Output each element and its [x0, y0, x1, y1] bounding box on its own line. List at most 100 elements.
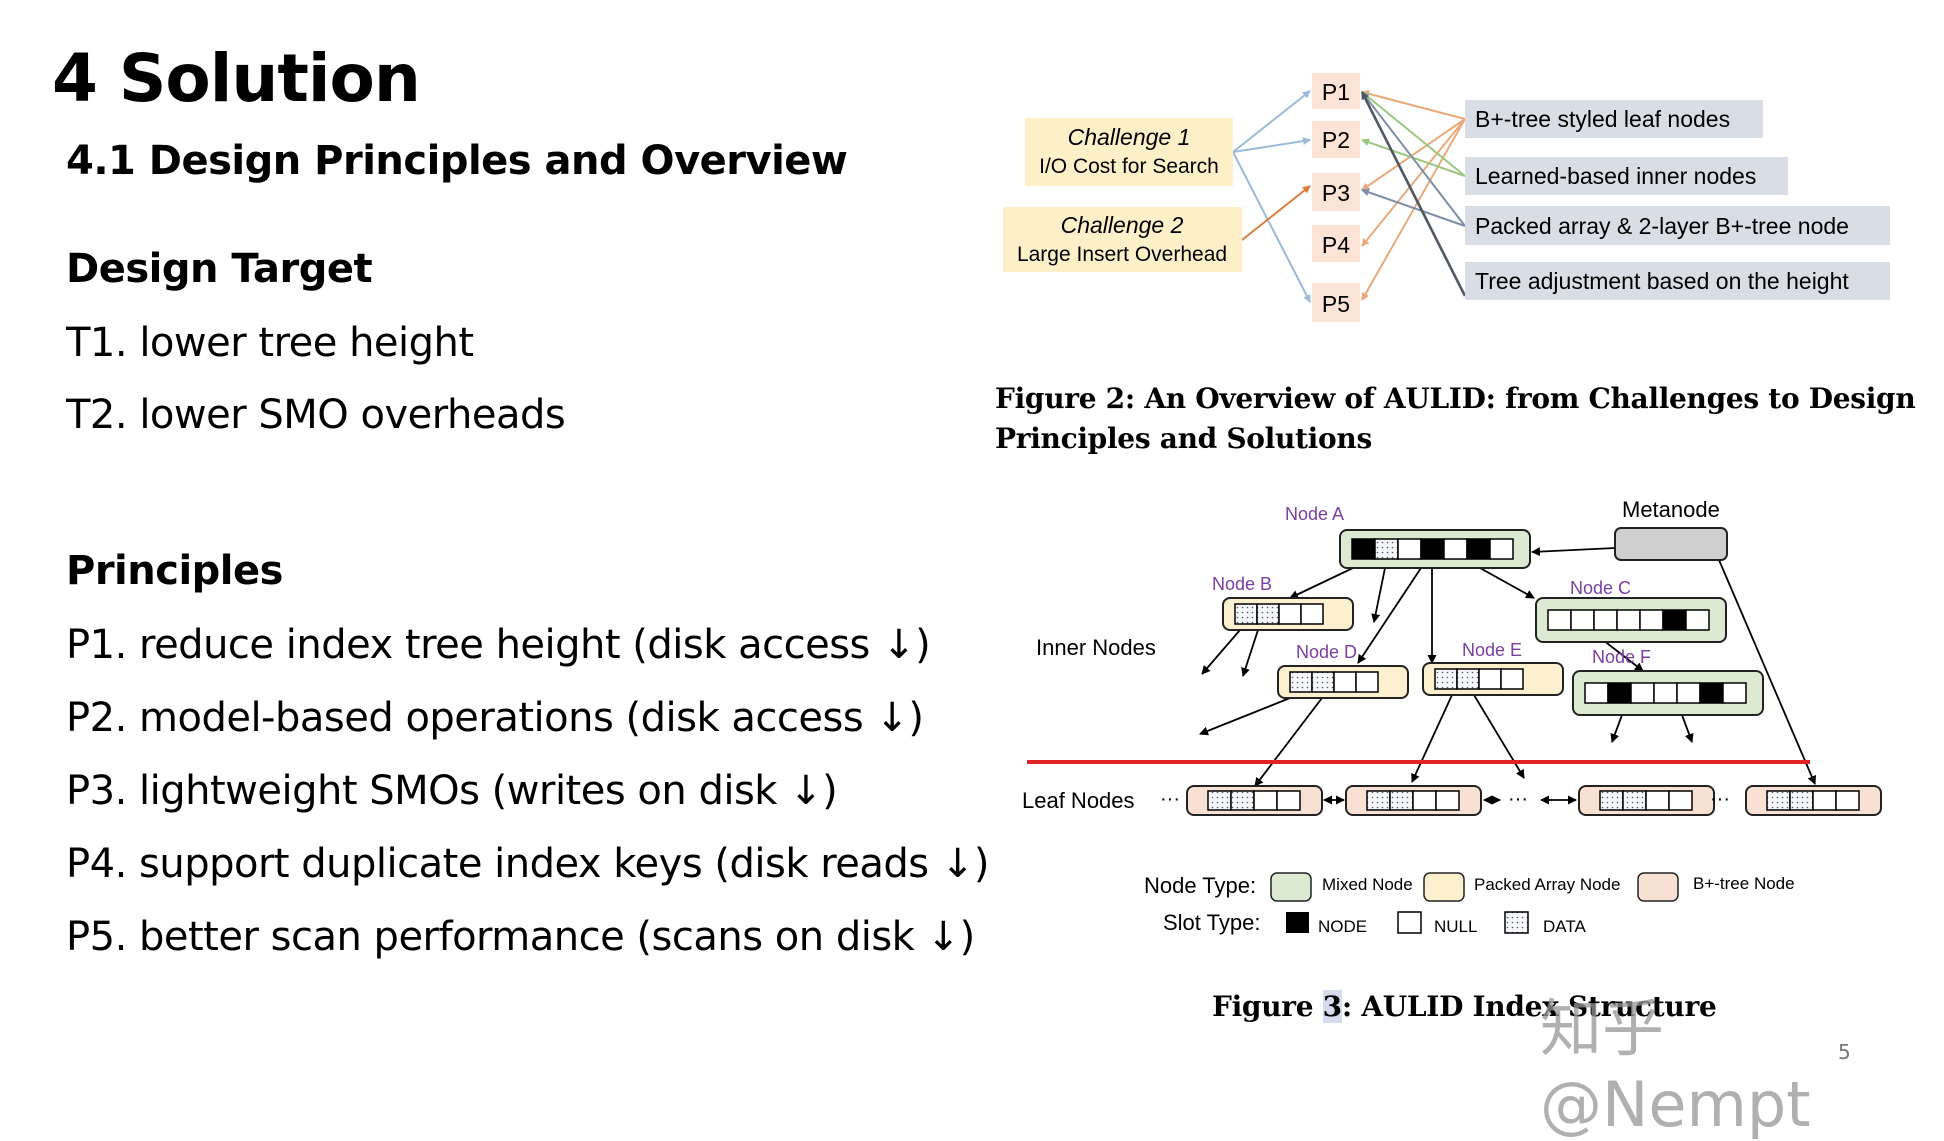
slot-node	[1351, 538, 1376, 560]
principle-label: P1	[1322, 79, 1350, 105]
figure2-caption-line1: Figure 2: An Overview of AULID: from Cha…	[995, 382, 1916, 415]
slot-null	[1645, 790, 1670, 811]
challenge-box-2: Challenge 2 Large Insert Overhead	[1003, 207, 1242, 272]
legend-swatch-btree	[1637, 872, 1679, 902]
solution-box-3: Packed array & 2-layer B+-tree node	[1465, 206, 1890, 245]
slot-null	[1278, 603, 1302, 625]
slot-null	[1489, 538, 1514, 560]
figure2-link	[1361, 118, 1466, 301]
metanode-label: Metanode	[1622, 497, 1720, 522]
slot-data	[1389, 790, 1414, 811]
figure2-link	[1361, 118, 1466, 247]
page-number: 5	[1838, 1040, 1851, 1064]
slot-null	[1630, 682, 1655, 704]
caption-number: 3	[1322, 990, 1342, 1023]
slot-null	[1653, 682, 1678, 704]
pointer-arrow	[1479, 567, 1535, 599]
solution-box-4: Tree adjustment based on the height	[1465, 262, 1890, 300]
pointer-arrow	[1357, 567, 1422, 664]
slot-null	[1668, 790, 1693, 811]
figure2-link	[1361, 91, 1466, 177]
slot-data	[1230, 790, 1255, 811]
slot-data	[1289, 671, 1313, 693]
tree-node-label: Node A	[1285, 504, 1344, 524]
solution-label: Learned-based inner nodes	[1475, 163, 1756, 189]
slot-null	[1812, 790, 1837, 811]
slot-node	[1699, 682, 1724, 704]
slot-null	[1722, 682, 1747, 704]
design-target-item: T2. lower SMO overheads	[66, 392, 566, 438]
figure2-link	[1241, 185, 1311, 241]
solution-label: Packed array & 2-layer B+-tree node	[1475, 213, 1849, 239]
pointer-arrow	[1289, 567, 1354, 599]
slot-null	[1835, 790, 1860, 811]
slot-null	[1593, 609, 1618, 631]
section-subtitle: 4.1 Design Principles and Overview	[66, 138, 848, 184]
principle-box-p5: P5	[1312, 283, 1360, 322]
slot-null	[1333, 671, 1357, 693]
legend-label: B+-tree Node	[1693, 874, 1795, 893]
challenge-desc: Large Insert Overhead	[1017, 243, 1227, 266]
slot-data	[1434, 668, 1458, 690]
slot-null	[1685, 609, 1710, 631]
slot-null	[1253, 790, 1278, 811]
design-target-heading: Design Target	[66, 246, 373, 292]
slot-data	[1374, 538, 1399, 560]
caption-prefix: Figure	[1212, 990, 1323, 1023]
principle-item: P1. reduce index tree height (disk acces…	[66, 622, 931, 668]
legend-label: Mixed Node	[1322, 875, 1413, 894]
legend-slot-type-label: Slot Type:	[1163, 910, 1260, 935]
ellipsis: ···	[1160, 788, 1180, 810]
legend-node-type-label: Node Type:	[1144, 873, 1256, 898]
principle-label: P5	[1322, 291, 1350, 317]
tree-node-label: Node B	[1212, 574, 1272, 594]
tree-node-label: Node E	[1462, 640, 1522, 660]
principle-box-p1: P1	[1312, 73, 1360, 109]
principle-item: P3. lightweight SMOs (writes on disk ↓)	[66, 768, 838, 814]
solution-label: B+-tree styled leaf nodes	[1475, 106, 1730, 132]
tree-node-label: Node F	[1592, 647, 1651, 667]
slot-null	[1300, 603, 1324, 625]
legend-label: Packed Array Node	[1474, 875, 1620, 894]
pointer-arrow	[1201, 629, 1241, 675]
legend-swatch-mixed	[1270, 872, 1312, 902]
watermark: 知乎 @Nempt	[1540, 992, 1811, 1141]
principle-box-p2: P2	[1312, 121, 1360, 158]
slot-data	[1366, 790, 1391, 811]
principle-box-p4: P4	[1312, 225, 1360, 262]
slot-null	[1616, 609, 1641, 631]
slot-null	[1355, 671, 1379, 693]
legend-label: DATA	[1543, 917, 1586, 936]
slot-null	[1412, 790, 1437, 811]
principle-item: P2. model-based operations (disk access …	[66, 695, 924, 741]
pointer-arrow	[1473, 694, 1525, 779]
figure2-link	[1232, 137, 1311, 153]
figure2-link	[1232, 90, 1311, 153]
slot-null	[1397, 538, 1422, 560]
figure3-diagram: Inner Nodes Leaf Nodes Metanode Node ANo…	[1022, 497, 1882, 936]
slot-data	[1256, 603, 1280, 625]
solution-label: Tree adjustment based on the height	[1475, 268, 1849, 294]
principles-heading: Principles	[66, 548, 283, 594]
solution-box-2: Learned-based inner nodes	[1465, 157, 1788, 195]
figure2-link	[1361, 118, 1466, 191]
legend-slot-null	[1397, 911, 1422, 934]
slot-node	[1420, 538, 1445, 560]
pointer-arrow	[1241, 629, 1259, 677]
ellipsis: ···	[1710, 788, 1730, 810]
tree-node-label: Node D	[1296, 642, 1357, 662]
slot-data	[1789, 790, 1814, 811]
caption-suffix: : AULID Index Structure	[1341, 990, 1717, 1023]
figure3-caption: Figure 3: AULID Index Structure	[1212, 990, 1717, 1023]
slot-null	[1276, 790, 1301, 811]
slot-null	[1584, 682, 1609, 704]
principle-item: P5. better scan performance (scans on di…	[66, 914, 975, 960]
slide-title: 4 Solution	[52, 40, 421, 117]
slot-data	[1311, 671, 1335, 693]
principle-item: P4. support duplicate index keys (disk r…	[66, 841, 989, 887]
slot-node	[1662, 609, 1687, 631]
figure2-link	[1361, 188, 1466, 227]
slot-data	[1766, 790, 1791, 811]
legend-swatch-packed	[1423, 872, 1465, 902]
